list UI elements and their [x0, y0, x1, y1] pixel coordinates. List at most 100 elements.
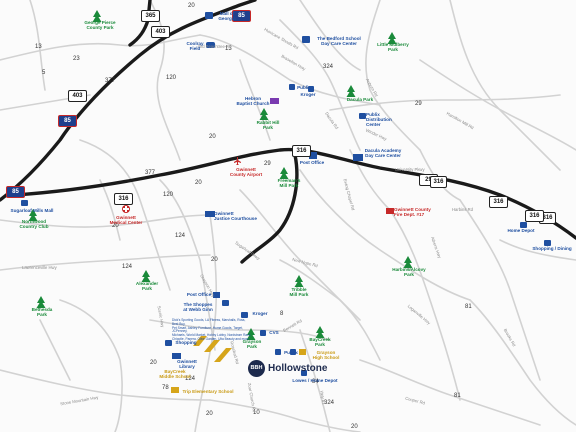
minor-road	[0, 34, 201, 61]
minor-road	[159, 179, 216, 351]
school-icon	[299, 349, 306, 355]
park-label[interactable]: Grayson Park	[242, 339, 262, 350]
park-label[interactable]: Rabbit Hill Park	[256, 120, 280, 131]
sr365-shield: 365	[141, 10, 160, 22]
i85-shield-top: 85	[232, 10, 251, 22]
school-icon	[193, 336, 207, 346]
school-label[interactable]: Grayson High School	[312, 350, 340, 361]
park-label[interactable]: George Pierce County Park	[84, 20, 116, 31]
place-label[interactable]: Home Depot	[507, 228, 535, 233]
hollowstone-marker[interactable]: BBH Hollowstone	[248, 360, 327, 377]
school-icon	[171, 387, 179, 393]
sugarloaf-connector	[240, 153, 299, 264]
minor-road	[59, 299, 123, 432]
school-icon	[214, 348, 232, 362]
minor-road	[365, 0, 421, 151]
tree-icon	[346, 85, 356, 97]
minor-road	[299, 169, 471, 301]
park-label[interactable]: Bethesda Park	[31, 307, 53, 318]
place-label[interactable]: Lowes / Home Depot	[292, 378, 338, 383]
minor-road	[239, 59, 271, 141]
place-label[interactable]: Publix	[284, 350, 298, 355]
place-label[interactable]: Kroger	[252, 311, 268, 316]
shopping-bag-icon	[359, 113, 366, 119]
tree-icon	[92, 10, 102, 22]
park-label[interactable]: Dacula Park	[346, 97, 374, 102]
shopping-bag-icon	[205, 12, 213, 19]
minor-road	[149, 319, 331, 341]
route-number: 29	[415, 101, 422, 107]
tree-icon	[141, 270, 151, 282]
place-label[interactable]: The Bedford School Day Care Center	[317, 36, 361, 47]
route-number: 81	[465, 304, 472, 310]
tree-icon	[28, 209, 38, 221]
route-number: 23	[73, 56, 80, 62]
place-label[interactable]: Dacula Academy Day Care Center	[364, 148, 402, 159]
place-label[interactable]: Hebron Baptist Church	[236, 96, 270, 107]
place-label[interactable]: Post Office	[186, 292, 212, 297]
route-number: 20	[150, 360, 157, 366]
route-number: 20	[209, 134, 216, 140]
sr403-shield-top: 403	[151, 26, 170, 38]
tree-icon	[36, 296, 46, 308]
tree-icon	[246, 328, 256, 340]
route-number: 5	[42, 70, 46, 76]
medical-center-label[interactable]: Gwinnett Medical Center	[109, 215, 143, 226]
minor-road	[0, 369, 211, 401]
airport-label[interactable]: Gwinnett County Airport	[229, 167, 263, 178]
park-label[interactable]: Harbins/Alcovy Park	[392, 267, 426, 278]
school-label[interactable]: BayCreek Middle School	[159, 369, 191, 380]
fire-dept-label[interactable]: Gwinnett County Fire Dept. #17	[394, 207, 431, 218]
park-label[interactable]: Northwood Country Club	[19, 219, 49, 230]
minor-road	[194, 214, 217, 432]
place-label[interactable]: Shopping	[175, 340, 197, 345]
minor-road	[329, 94, 561, 111]
shopping-bag-icon	[544, 240, 551, 246]
route-number: 13	[35, 44, 42, 50]
route-number: 377	[105, 78, 116, 84]
park-label[interactable]: Little Mulberry Park	[377, 42, 409, 53]
minor-road	[199, 34, 381, 106]
shopping-bag-icon	[302, 36, 310, 43]
place-label[interactable]: CVS	[269, 330, 279, 335]
park-label[interactable]: Alexander Park	[135, 281, 159, 292]
place-label[interactable]: Post Office	[299, 160, 325, 165]
route-number: 84	[312, 379, 319, 385]
post-office-icon	[213, 292, 220, 298]
minor-road	[459, 199, 541, 381]
park-label[interactable]: Freeman's Mill Park	[277, 178, 301, 189]
place-label[interactable]: Publix Distribution Center	[366, 112, 392, 128]
route-number: 20	[112, 223, 119, 229]
route-number: 13	[225, 46, 232, 52]
minor-road	[299, 329, 331, 432]
shopping-bag-icon	[308, 86, 314, 92]
minor-road	[0, 214, 211, 228]
park-label[interactable]: BayCreek Park	[309, 337, 331, 348]
fire-station-icon	[386, 208, 394, 214]
place-label[interactable]: Coolray Field	[186, 41, 204, 52]
route-number: 29	[264, 161, 271, 167]
place-label[interactable]: Mall of Georgia	[218, 11, 236, 22]
shopping-bag-icon	[301, 370, 307, 376]
shoppes-store-list: Dick's Sporting Goods, LA Fitness, Marsh…	[172, 318, 252, 341]
place-label[interactable]: Gwinnett Justice Courthouse	[214, 211, 257, 222]
park-label[interactable]: Tribble Mill Park	[289, 287, 309, 298]
school-label[interactable]: Trip Elementary School	[182, 389, 234, 394]
brand-name: Hollowstone	[268, 363, 328, 374]
place-label[interactable]: Gwinnett Library	[177, 359, 197, 370]
church-icon	[270, 98, 279, 104]
shopping-bag-icon	[241, 312, 248, 318]
place-label[interactable]: Kroger	[300, 92, 316, 97]
route-number: 20	[195, 180, 202, 186]
minor-road	[449, 0, 561, 171]
place-label[interactable]: Shopping / Dining	[532, 246, 572, 251]
minor-road	[359, 359, 541, 426]
minor-road	[349, 149, 391, 211]
place-label[interactable]: Sugarloaf Mills Mall	[10, 208, 54, 213]
shopping-bag-icon	[21, 200, 28, 206]
sr403-shield-mid: 403	[68, 90, 87, 102]
place-label[interactable]: Publix	[297, 85, 311, 90]
place-label[interactable]: The Shoppes at Webb Ginn	[183, 302, 213, 313]
brand-logo-icon: BBH	[248, 360, 265, 377]
